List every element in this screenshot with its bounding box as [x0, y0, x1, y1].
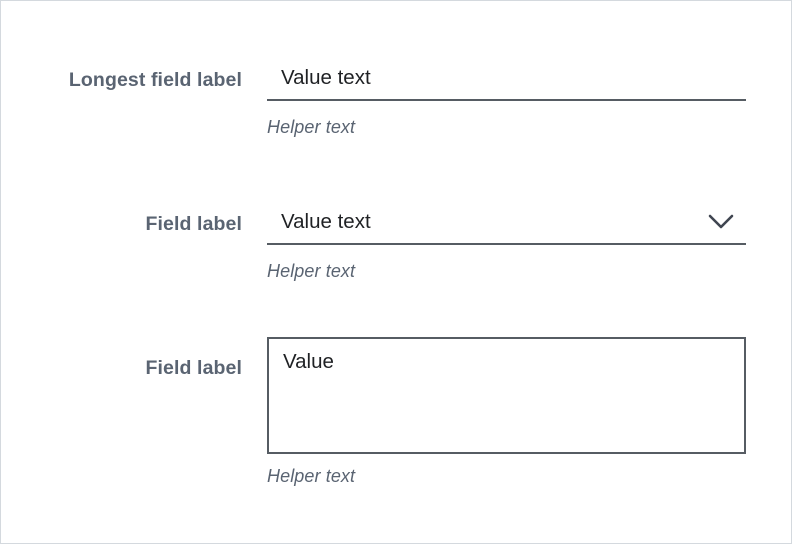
- field-label-textarea: Field label: [145, 357, 242, 379]
- control-cell: Value text Helper text: [267, 57, 746, 139]
- textarea-input[interactable]: Value: [267, 337, 746, 454]
- form-row-text-input: Longest field label Value text Helper te…: [1, 57, 791, 139]
- control-cell: Value text Helper text: [267, 201, 746, 283]
- select-value: Value text: [281, 209, 371, 233]
- label-cell: Field label: [1, 337, 242, 380]
- helper-text: Helper text: [267, 117, 356, 137]
- chevron-down-icon[interactable]: [706, 207, 736, 237]
- select-dropdown[interactable]: Value text: [267, 201, 746, 245]
- text-input[interactable]: Value text: [267, 57, 746, 101]
- textarea-value: Value: [283, 350, 334, 373]
- field-label-longest: Longest field label: [68, 69, 242, 91]
- field-label-select: Field label: [145, 213, 242, 235]
- helper-text: Helper text: [267, 261, 356, 281]
- control-cell: Value Helper text: [267, 337, 746, 488]
- form-row-select: Field label Value text Helper text: [1, 201, 791, 283]
- label-cell: Longest field label: [1, 57, 242, 92]
- helper-text: Helper text: [267, 466, 356, 486]
- form-row-textarea: Field label Value Helper text: [1, 337, 791, 488]
- label-cell: Field label: [1, 201, 242, 236]
- text-input-value: Value text: [281, 65, 371, 89]
